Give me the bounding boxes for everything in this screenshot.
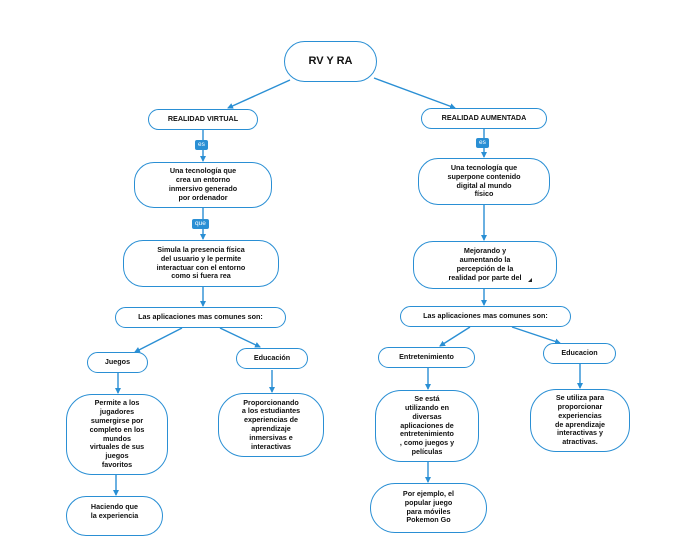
ra-enhancing-node[interactable]: Mejorando y aumentando la percepción de … bbox=[413, 241, 557, 289]
connector-rv-edu bbox=[219, 327, 261, 348]
rv-link-que[interactable]: que bbox=[192, 219, 209, 229]
ra-entertainment-example-node[interactable]: Por ejemplo, el popular juego para móvil… bbox=[370, 483, 487, 533]
ra-link-es[interactable]: es bbox=[476, 138, 489, 148]
expand-more-icon[interactable] bbox=[528, 278, 532, 282]
rv-education-node[interactable]: Educación bbox=[236, 348, 308, 369]
ra-education-detail-node[interactable]: Se utiliza para proporcionar experiencia… bbox=[530, 389, 630, 452]
rv-simulates-node[interactable]: Simula la presencia física del usuario y… bbox=[123, 240, 279, 287]
rv-title-node[interactable]: REALIDAD VIRTUAL bbox=[148, 109, 258, 130]
connector-lines bbox=[113, 77, 583, 496]
ra-entertainment-node[interactable]: Entretenimiento bbox=[378, 347, 475, 368]
ra-education-node[interactable]: Educacion bbox=[543, 343, 616, 364]
rv-definition-node[interactable]: Una tecnología que crea un entorno inmer… bbox=[134, 162, 272, 208]
connector-ra-ent bbox=[439, 326, 471, 347]
rv-games-more-node[interactable]: Haciendo que la experiencia bbox=[66, 496, 163, 536]
ra-title-node[interactable]: REALIDAD AUMENTADA bbox=[421, 108, 547, 129]
rv-apps-heading-node[interactable]: Las aplicaciones mas comunes son: bbox=[115, 307, 286, 328]
connector-ra-edu bbox=[511, 326, 561, 345]
rv-games-node[interactable]: Juegos bbox=[87, 352, 148, 373]
rv-games-detail-node[interactable]: Permite a los jugadores sumergirse por c… bbox=[66, 394, 168, 475]
root-node[interactable]: RV Y RA bbox=[284, 41, 377, 82]
rv-education-detail-node[interactable]: Proporcionando a los estudiantes experie… bbox=[218, 393, 324, 457]
mind-map-canvas: RV Y RA REALIDAD VIRTUAL es Una tecnolog… bbox=[66, 41, 630, 536]
ra-apps-heading-node[interactable]: Las aplicaciones mas comunes son: bbox=[400, 306, 571, 327]
ra-entertainment-detail-node[interactable]: Se está utilizando en diversas aplicacio… bbox=[375, 390, 479, 462]
connector-rv-games bbox=[134, 327, 183, 353]
connector-root-right bbox=[373, 77, 456, 110]
rv-link-es[interactable]: es bbox=[195, 140, 208, 150]
connector-root-left bbox=[227, 79, 291, 109]
ra-definition-node[interactable]: Una tecnología que superpone contenido d… bbox=[418, 158, 550, 205]
